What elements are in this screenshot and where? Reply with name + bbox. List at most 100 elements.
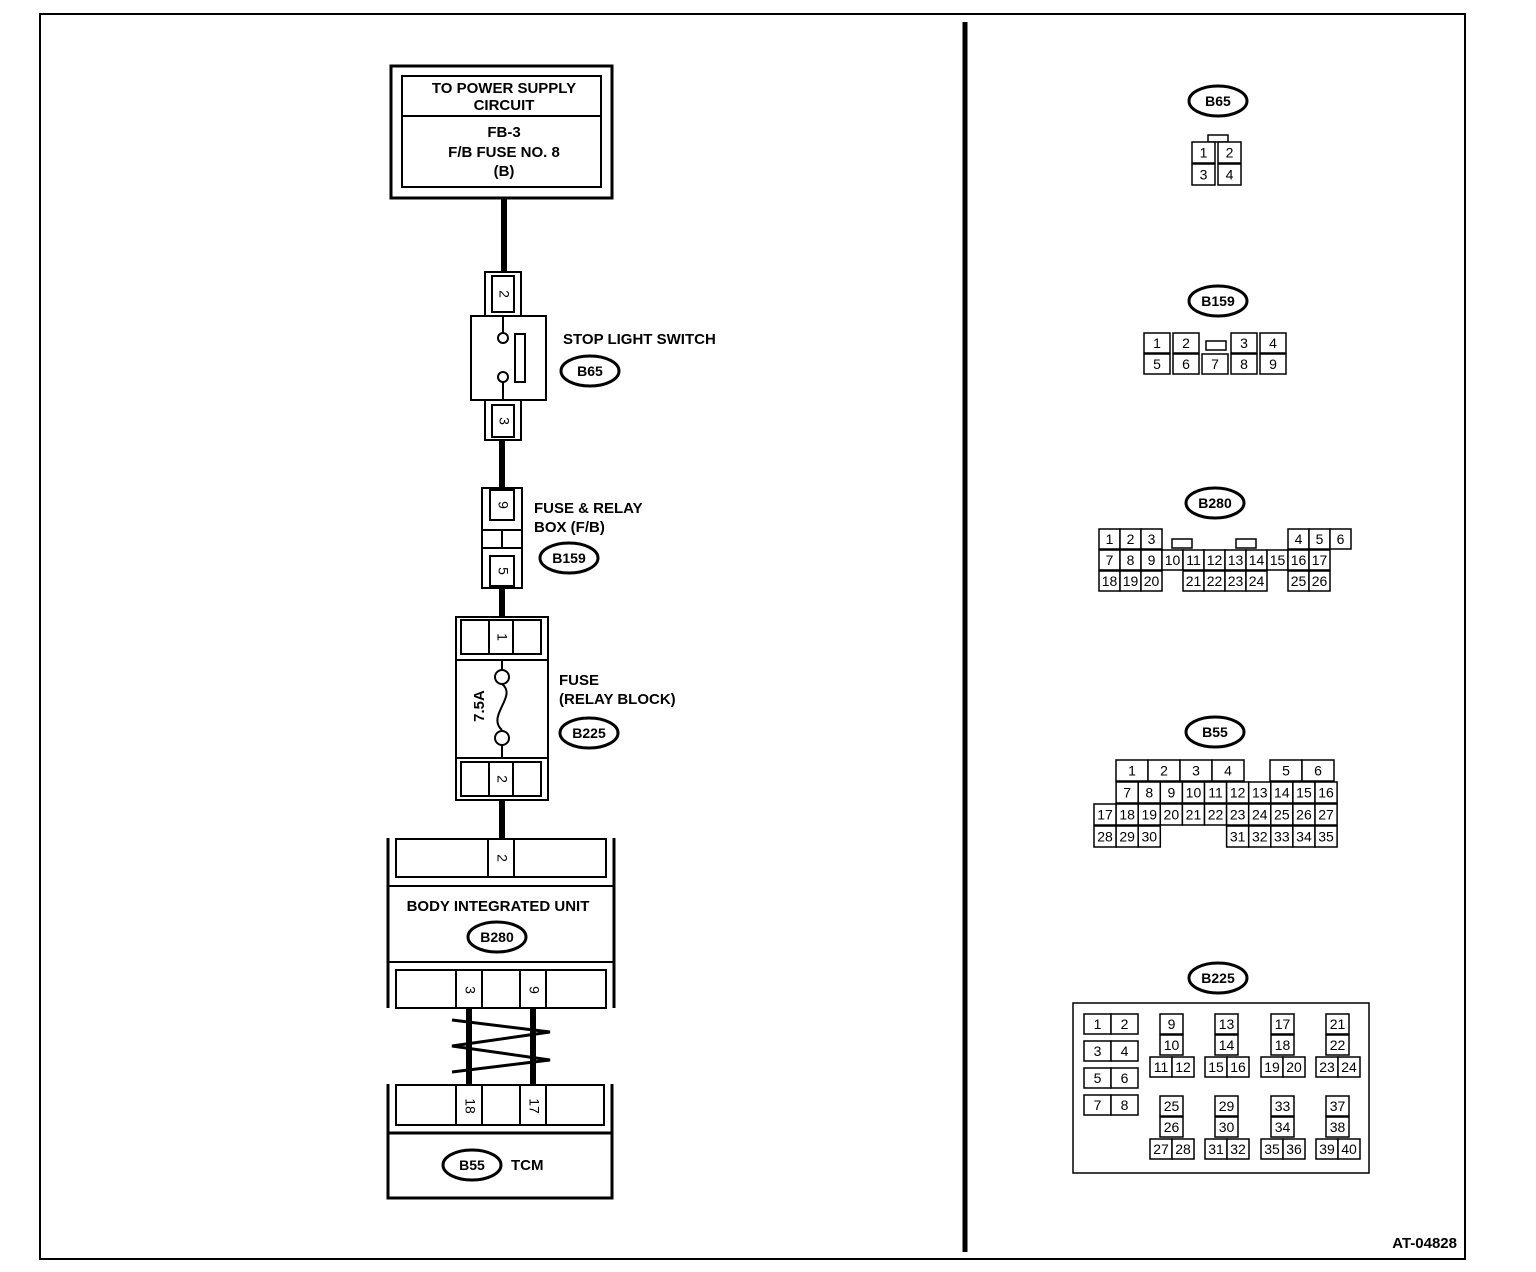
pin-number: 25 xyxy=(1164,1098,1180,1114)
pin-number: 2 xyxy=(1160,763,1168,779)
pin-cell xyxy=(1140,528,1163,550)
pin-cell xyxy=(1214,1034,1239,1056)
twisted-pair-wire xyxy=(451,1008,551,1084)
pin-number: 30 xyxy=(1141,829,1157,845)
pin-number: 7 xyxy=(1123,785,1131,801)
pin-cell xyxy=(1325,1013,1350,1035)
pin-number: 10 xyxy=(1165,552,1181,568)
pin-number: 8 xyxy=(1145,785,1153,801)
pin-number: 2 xyxy=(1226,145,1234,161)
pin-cell xyxy=(1143,353,1171,375)
fuse-relay-box: 9 5 FUSE & RELAY BOX (F/B) B159 xyxy=(481,487,643,589)
tcm-label: TCM xyxy=(511,1157,544,1174)
pin-number: 19 xyxy=(1123,573,1139,589)
pin-cell xyxy=(1159,1095,1184,1117)
pin-number: 6 xyxy=(1337,531,1345,547)
pin-number: 8 xyxy=(1240,356,1248,372)
pin-number: 28 xyxy=(1097,829,1113,845)
fuse-relay-block: 1 7.5A 2 FUSE (RELAY BLOCK) B225 xyxy=(455,616,676,801)
pin-number: 13 xyxy=(1219,1016,1235,1032)
connector-id-b280: B280 xyxy=(480,929,514,945)
pin-cell xyxy=(1270,1034,1295,1056)
pin-number: 32 xyxy=(1252,829,1268,845)
connector-id-b225-view: B225 xyxy=(1201,970,1235,986)
pin-cell xyxy=(1314,825,1338,848)
pin-number: 16 xyxy=(1230,1059,1246,1075)
pin-number: 23 xyxy=(1230,807,1246,823)
connector-badge xyxy=(1187,961,1249,995)
pin-cell xyxy=(1226,1138,1250,1160)
pin-number: 38 xyxy=(1330,1119,1346,1135)
pin-number: 29 xyxy=(1119,829,1135,845)
pin-number: 2 xyxy=(1182,335,1190,351)
pin-number: 26 xyxy=(1312,573,1328,589)
pin-cell xyxy=(1171,1056,1195,1078)
pin-number: 18 xyxy=(1275,1037,1291,1053)
pin-number: 18 xyxy=(1119,807,1135,823)
power-supply-box: TO POWER SUPPLY CIRCUIT FB-3 F/B FUSE NO… xyxy=(389,64,614,200)
pin-cell xyxy=(1270,1013,1295,1035)
pin-number: 20 xyxy=(1286,1059,1302,1075)
pin-number: 5 xyxy=(1153,356,1161,372)
fuse-relay-label-line2: BOX (F/B) xyxy=(534,519,605,536)
pin-label: 1 xyxy=(494,633,510,641)
pin-label: 2 xyxy=(494,854,510,862)
pin-number: 21 xyxy=(1330,1016,1346,1032)
pin-cell xyxy=(1191,163,1216,186)
pin-number: 39 xyxy=(1319,1141,1335,1157)
pin-cell xyxy=(1217,163,1242,186)
pin-cell xyxy=(1230,353,1258,375)
body-integrated-unit: 2 BODY INTEGRATED UNIT B280 3 9 xyxy=(386,838,616,1009)
connector-badge xyxy=(1184,486,1246,520)
connector-id-b65-view: B65 xyxy=(1205,93,1231,109)
pin-number: 15 xyxy=(1296,785,1312,801)
pin-number: 14 xyxy=(1219,1037,1235,1053)
pin-cell xyxy=(1314,803,1338,826)
connector-id-b159-view: B159 xyxy=(1201,293,1235,309)
pin-number: 20 xyxy=(1144,573,1160,589)
connector-latch xyxy=(1205,340,1227,351)
pin-cell xyxy=(1282,1056,1306,1078)
pin-number: 21 xyxy=(1186,807,1202,823)
pin-number: 10 xyxy=(1164,1037,1180,1053)
pin-number: 4 xyxy=(1121,1043,1129,1059)
pin-number: 15 xyxy=(1208,1059,1224,1075)
pin-cell xyxy=(1110,1013,1139,1035)
pin-number: 23 xyxy=(1319,1059,1335,1075)
pin-number: 9 xyxy=(1148,552,1156,568)
power-title-line1: TO POWER SUPPLY xyxy=(432,80,576,97)
pin-number: 4 xyxy=(1224,763,1232,779)
pin-cell xyxy=(1191,141,1216,164)
pin-number: 11 xyxy=(1208,785,1223,801)
power-detail-line3: (B) xyxy=(494,163,515,180)
pin-number: 3 xyxy=(1240,335,1248,351)
pin-number: 34 xyxy=(1296,829,1312,845)
pin-number: 1 xyxy=(1200,145,1208,161)
pin-number: 11 xyxy=(1186,552,1201,568)
pin-cell xyxy=(1172,353,1200,375)
pin-number: 9 xyxy=(1269,356,1277,372)
pin-number: 10 xyxy=(1186,785,1202,801)
pin-cell xyxy=(1137,825,1162,848)
pin-number: 40 xyxy=(1341,1141,1357,1157)
pin-label: 5 xyxy=(495,567,511,575)
pin-cell xyxy=(1211,759,1245,782)
pin-number: 13 xyxy=(1252,785,1268,801)
pin-number: 34 xyxy=(1275,1119,1291,1135)
connector-badge xyxy=(1184,715,1246,749)
fuse-label-line1: FUSE xyxy=(559,672,599,689)
pin-number: 15 xyxy=(1270,552,1286,568)
pin-cell xyxy=(1245,570,1268,592)
pin-number: 4 xyxy=(1269,335,1277,351)
pin-number: 37 xyxy=(1330,1098,1346,1114)
pin-number: 7 xyxy=(1106,552,1114,568)
connector-id-b55-view: B55 xyxy=(1202,724,1228,740)
pin-cell xyxy=(1214,1013,1239,1035)
pin-number: 13 xyxy=(1228,552,1244,568)
main-wire xyxy=(499,198,507,838)
connector-badge xyxy=(1187,284,1249,318)
pin-number: 7 xyxy=(1211,356,1219,372)
pin-cell xyxy=(1214,1095,1239,1117)
pin-number: 12 xyxy=(1230,785,1246,801)
